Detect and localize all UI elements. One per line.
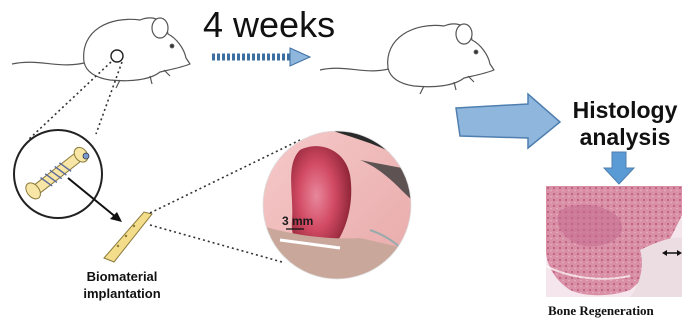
histology-analysis-label: Histology analysis: [567, 97, 683, 151]
implant-label-line1: Biomaterial: [78, 268, 166, 285]
femur-with-implant-icon: [14, 130, 102, 218]
implant-label-line2: implantation: [78, 285, 166, 302]
histology-slide: [546, 186, 682, 297]
down-arrow: [604, 152, 634, 184]
histology-label-line1: Histology: [567, 97, 683, 124]
timeline-arrow: [212, 48, 310, 66]
rat-before-icon: [12, 18, 190, 88]
surgical-photo: [260, 130, 412, 280]
duration-label: 4 weeks: [203, 4, 335, 46]
implant-rod-icon: [104, 212, 152, 262]
histology-caption: Bone Regeneration: [548, 303, 654, 319]
implantation-label: Biomaterial implantation: [78, 268, 166, 302]
scale-bar-label: 3 mm: [282, 214, 313, 228]
analysis-arrow: [456, 94, 560, 148]
histology-label-line2: analysis: [567, 124, 683, 151]
rat-after-icon: [320, 24, 494, 94]
